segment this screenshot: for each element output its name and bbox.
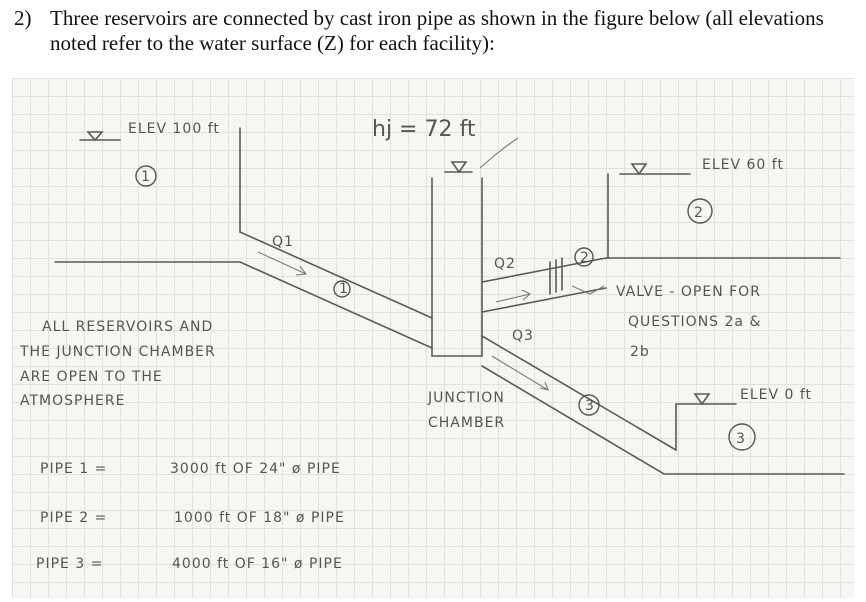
pipe-spec-1-detail: 3000 ft OF 24" ø PIPE (170, 461, 341, 477)
flow-arrow-3 (491, 355, 549, 391)
pipe-1-lower-edge (239, 261, 433, 349)
valve-note: VALVE - OPEN FOR QUESTIONS 2a & 2b (616, 284, 761, 360)
reservoir-2-id: 2 (694, 205, 704, 221)
graph-paper-sketch (12, 78, 854, 598)
note-line3: ARE OPEN TO THE (20, 369, 163, 385)
pipe-specs: PIPE 1 = 3000 ft OF 24" ø PIPE PIPE 2 = … (36, 461, 345, 572)
reservoir-1: ELEV 100 ft 1 (54, 121, 241, 263)
pipe-3-marker-circle (578, 394, 600, 416)
flow-q1: Q1 (272, 234, 294, 250)
pipe-2-upper-edge (481, 257, 607, 283)
atmosphere-note: ALL RESERVOIRS AND THE JUNCTION CHAMBER … (19, 319, 216, 409)
pipe-1-upper-edge (239, 231, 433, 319)
reservoir-2: ELEV 60 ft 2 (605, 157, 841, 259)
pipe-3-upper-edge (481, 335, 677, 451)
note-line4: ATMOSPHERE (20, 393, 125, 409)
valve-symbol (549, 257, 563, 295)
flow-arrow-1 (257, 251, 308, 276)
water-surface-symbol-j (444, 161, 473, 174)
junction-label-line2: CHAMBER (428, 415, 505, 431)
valve-note-line3: 2b (630, 344, 650, 360)
pipe-3: Q3 3 (481, 328, 677, 475)
problem-number: 2) (14, 6, 32, 30)
water-surface-symbol-3 (675, 393, 737, 406)
water-surface-symbol-2 (619, 163, 691, 176)
reservoir-3: ELEV 0 ft 3 (675, 387, 845, 475)
water-surface-symbol-1 (79, 131, 121, 142)
reservoir-3-id: 3 (736, 431, 746, 447)
reservoir-1-elevation: ELEV 100 ft (128, 121, 220, 137)
pipe-spec-1-name: PIPE 1 = (40, 461, 107, 477)
pipe-1-marker: 1 (339, 281, 349, 297)
reservoir-2-elevation: ELEV 60 ft (702, 157, 784, 173)
pipe-2: Q2 2 (481, 247, 607, 313)
valve-leader-line (571, 285, 605, 295)
reservoir-2-marker (687, 198, 713, 224)
pipe-1: Q1 1 (239, 231, 433, 349)
junction-chamber: hj = 72 ft JUNCTION CHAMBER (372, 117, 519, 431)
flow-q2: Q2 (494, 256, 516, 272)
valve-note-line1: VALVE - OPEN FOR (616, 284, 761, 300)
reservoir-1-id: 1 (141, 169, 151, 185)
note-line2: THE JUNCTION CHAMBER (19, 344, 216, 360)
pipe-spec-2-detail: 1000 ft OF 18" ø PIPE (174, 510, 345, 526)
flow-arrow-2 (495, 289, 531, 303)
pipe-spec-3-name: PIPE 3 = (36, 556, 103, 572)
pipe-3-marker: 3 (585, 398, 595, 414)
valve-note-line2: QUESTIONS 2a & (628, 314, 761, 330)
pipe-2-lower-edge (481, 287, 607, 313)
problem-text: Three reservoirs are connected by cast i… (50, 6, 824, 55)
reservoir-3-elevation: ELEV 0 ft (740, 387, 812, 403)
pipe-2-marker-circle (574, 247, 594, 267)
reservoir-1-marker (135, 165, 157, 187)
head-leader-line (479, 137, 519, 169)
junction-label-line1: JUNCTION (427, 390, 505, 406)
note-line1: ALL RESERVOIRS AND (42, 319, 213, 335)
pipe-spec-3-detail: 4000 ft OF 16" ø PIPE (172, 556, 343, 572)
reservoir-3-marker (728, 423, 756, 451)
pipe-2-marker: 2 (580, 250, 590, 266)
flow-q3: Q3 (512, 328, 534, 344)
junction-head: hj = 72 ft (372, 117, 476, 142)
pipe-3-lower-edge (481, 365, 677, 475)
pipe-1-marker-circle (333, 280, 351, 298)
pipe-spec-2-name: PIPE 2 = (40, 510, 107, 526)
junction-walls (431, 177, 483, 357)
